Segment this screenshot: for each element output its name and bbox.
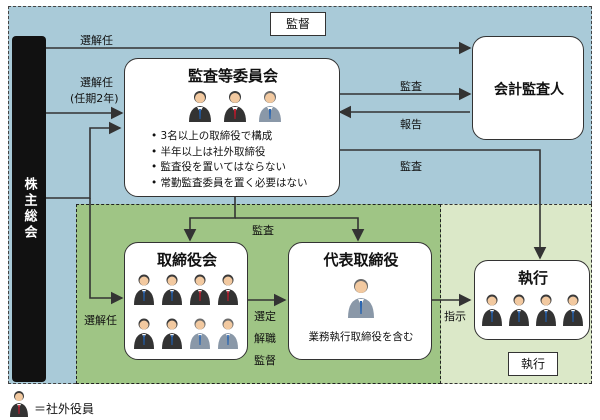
legend-text: ＝社外役員 — [34, 402, 95, 416]
feature-item: 監査役を置いてはならない — [151, 160, 337, 176]
label-audit-execution: 監査 — [400, 160, 422, 173]
arrow-audit-execution — [340, 149, 547, 260]
execution-tag-label: 執行 — [520, 357, 545, 371]
feature-item: 常勤監査委員を置く必要はない — [151, 176, 337, 192]
arrow-audit-board — [183, 197, 236, 242]
audit-committee-box: 監査等委員会 3名以上の取締役で構成 半年以上は社外取締役 監査役を置いてはなら… — [124, 58, 340, 197]
label-appoint-board: 選解任 — [84, 314, 117, 327]
arrow-appoint-board-top — [46, 121, 122, 199]
audit-committee-members — [189, 91, 281, 122]
person-icon-red — [218, 274, 238, 305]
label-audit-board: 監査 — [252, 224, 274, 237]
outside-officer-legend-icon — [10, 391, 28, 417]
feature-item: 3名以上の取締役で構成 — [151, 129, 337, 145]
board-box: 取締役会 — [124, 242, 248, 360]
representative-person-icon — [348, 279, 374, 318]
label-instruct: 指示 — [444, 310, 466, 323]
audit-committee-features: 3名以上の取締役で構成 半年以上は社外取締役 監査役を置いてはならない 常勤監査… — [137, 129, 337, 191]
feature-item: 半年以上は社外取締役 — [151, 145, 337, 161]
representative-director-desc: 業務執行取締役を含む — [308, 331, 414, 343]
board-title: 取締役会 — [156, 251, 217, 269]
supervision-tag-label: 監督 — [285, 17, 310, 31]
execution-title: 執行 — [517, 269, 548, 287]
label-audit-auditor: 監査 — [400, 80, 422, 93]
supervision-tag: 監督 — [270, 12, 326, 36]
arrow-appoint-board — [89, 198, 124, 305]
accounting-auditor-box: 会計監査人 — [472, 36, 584, 140]
execution-members — [482, 294, 583, 326]
accounting-auditor-title: 会計監査人 — [494, 82, 564, 98]
label-report: 報告 — [400, 118, 422, 131]
shareholders-meeting-label: 株主総会 — [21, 177, 37, 241]
board-members — [134, 274, 238, 349]
label-supervise: 監督 — [254, 354, 276, 367]
person-icon-outside-1 — [189, 91, 211, 122]
label-select: 選定 — [254, 310, 276, 323]
arrow-audit-representative — [235, 217, 365, 242]
person-icon-inside — [218, 318, 238, 349]
label-appoint-committee: 選解任 — [80, 76, 113, 89]
execution-box: 執行 — [474, 260, 590, 340]
person-icon-inside — [190, 318, 210, 349]
representative-director-title: 代表取締役 — [323, 251, 399, 269]
label-term: (任期2年) — [70, 92, 119, 105]
shareholders-meeting: 株主総会 — [12, 36, 46, 382]
execution-tag: 執行 — [508, 352, 558, 376]
label-appoint-auditor: 選解任 — [80, 34, 113, 47]
representative-director-box: 代表取締役 業務執行取締役を含む — [288, 242, 432, 360]
person-icon-inside — [259, 91, 281, 122]
person-icon-outside-2 — [224, 91, 246, 122]
label-dismiss: 解職 — [254, 332, 276, 345]
person-icon-red — [190, 274, 210, 305]
audit-committee-title: 監査等委員会 — [187, 67, 278, 85]
